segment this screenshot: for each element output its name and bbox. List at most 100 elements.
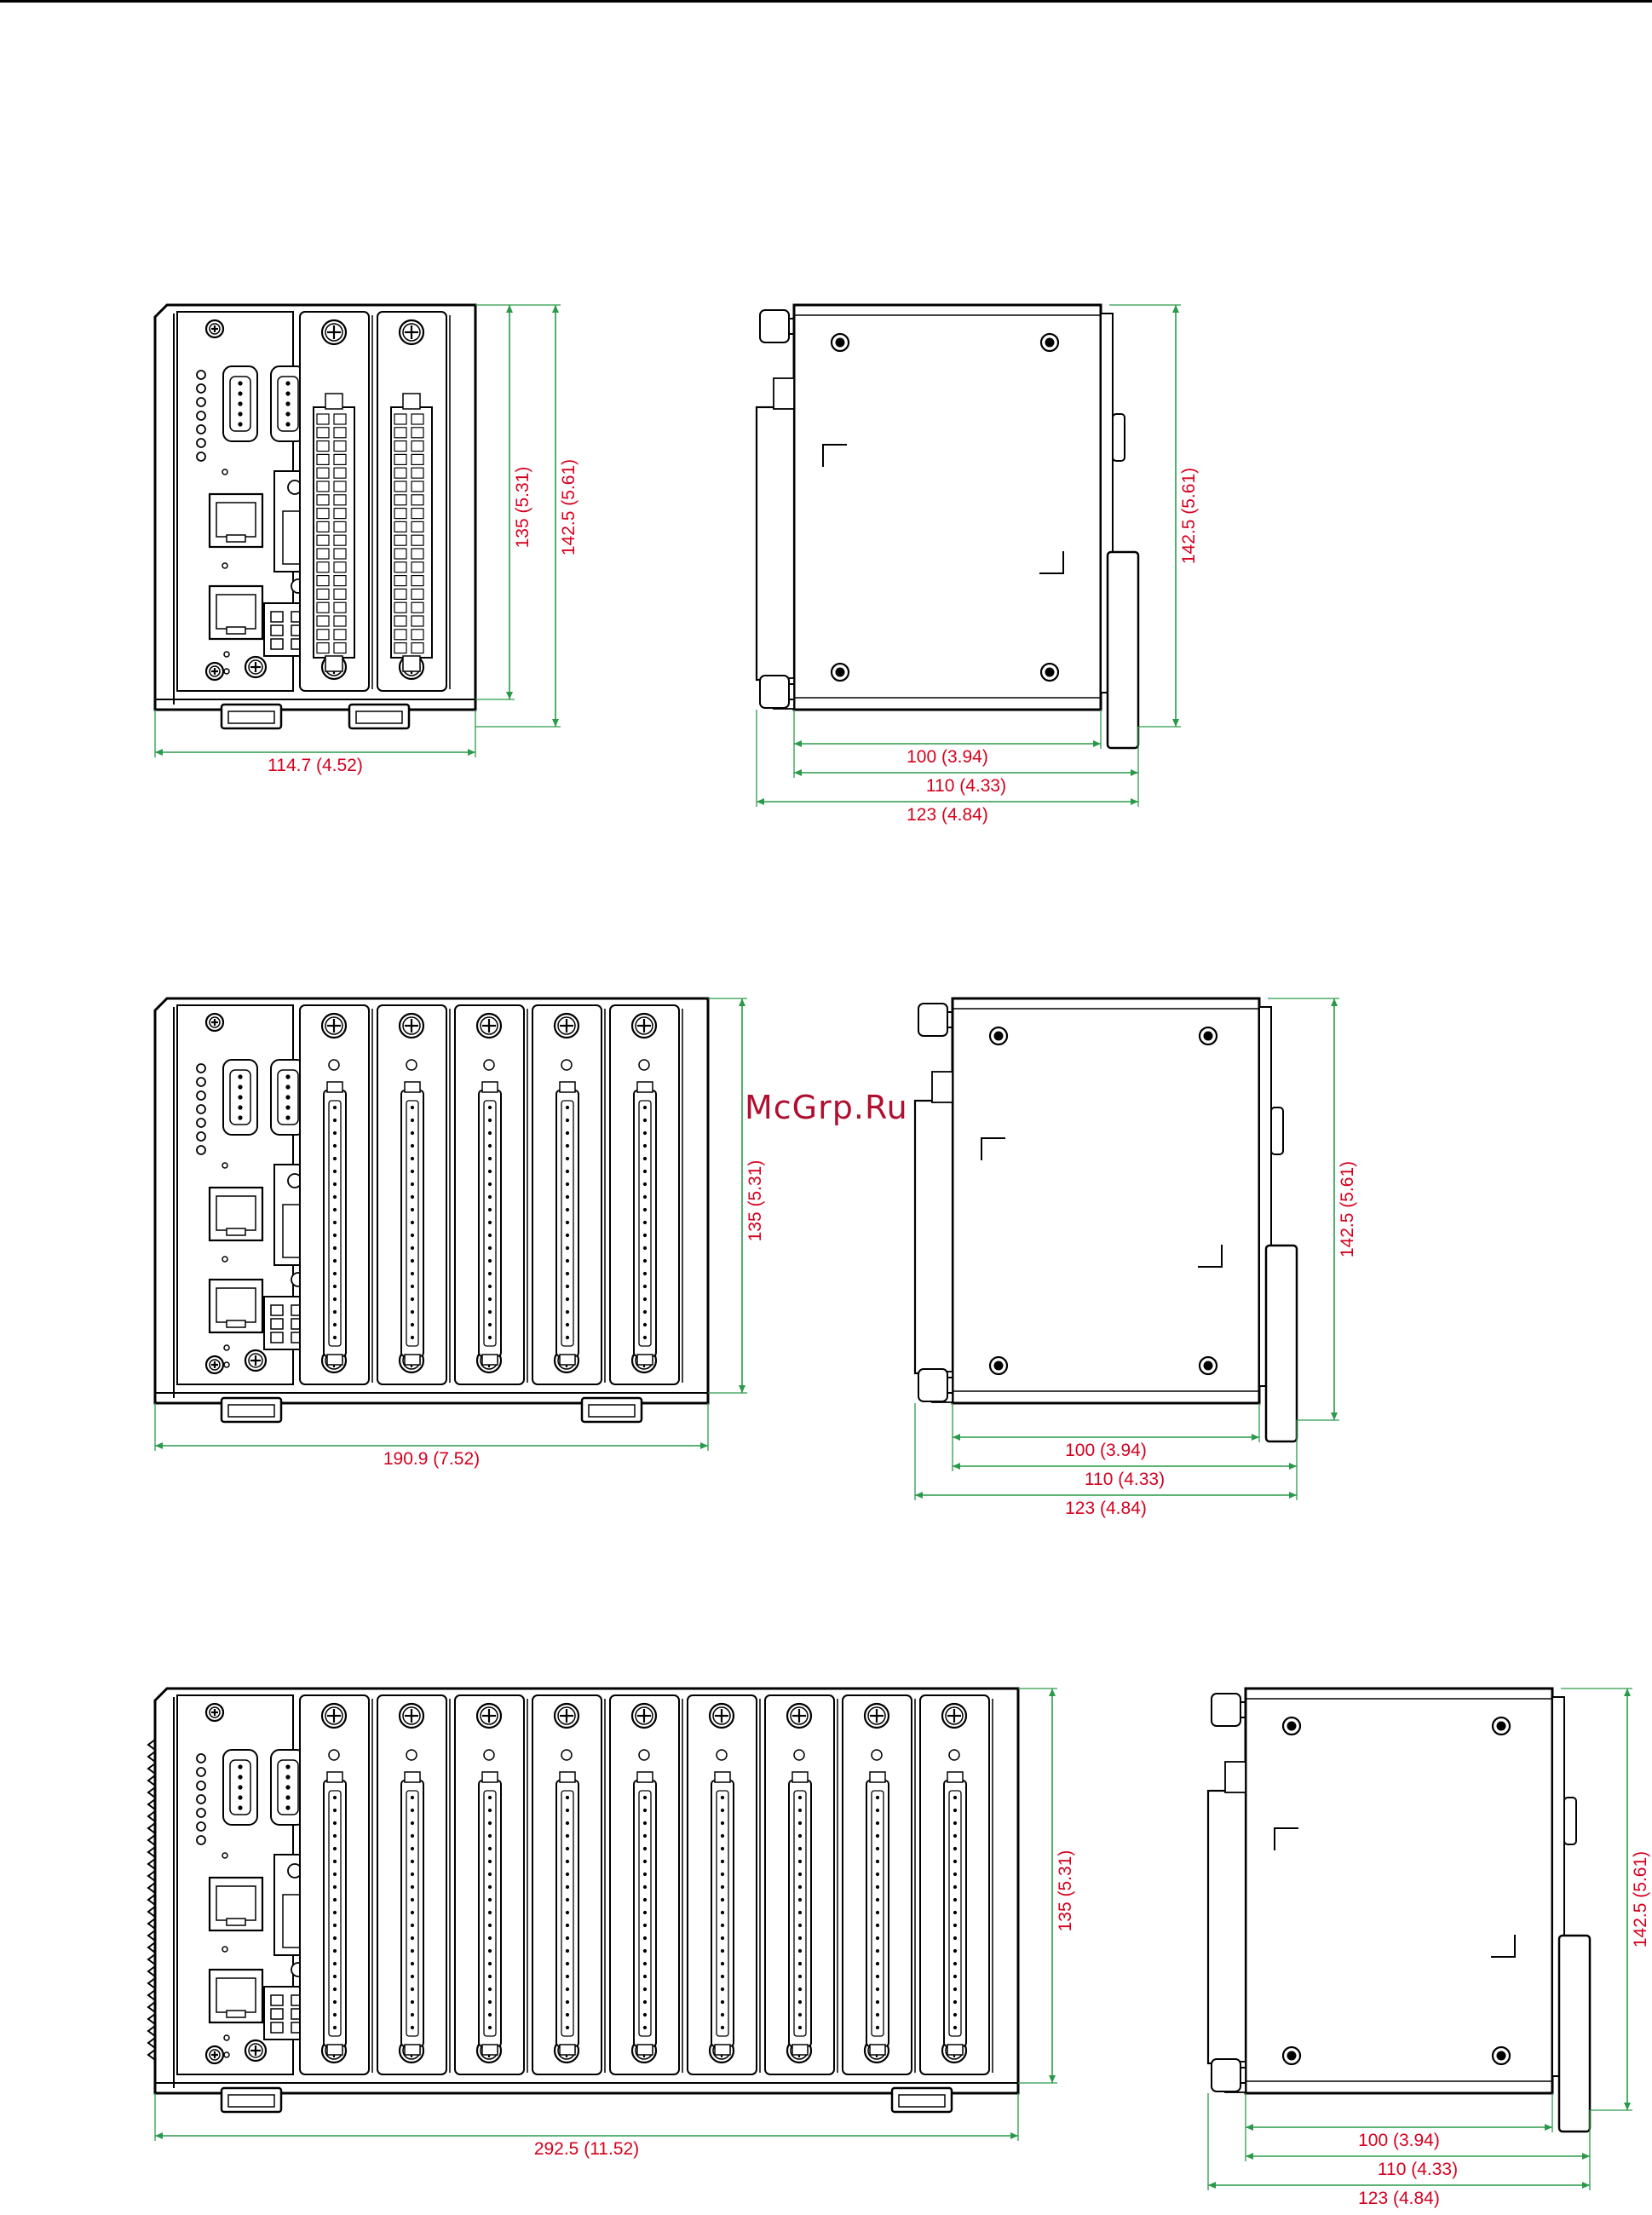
dim-label-123: 123 (4.84) [1358, 2189, 1440, 2208]
slot-led-icon [406, 1060, 417, 1070]
slot-led-icon [872, 1750, 882, 1760]
slot-led-icon [561, 1750, 572, 1760]
led-icon [197, 425, 205, 434]
mounting-screw-icon [990, 1027, 1007, 1044]
front-connector-profile [1208, 1791, 1246, 2063]
dim-label-width: 292.5 (11.52) [534, 2139, 639, 2159]
rj45-port [210, 1188, 262, 1240]
screw-icon [245, 2040, 266, 2061]
io-slot [688, 1695, 760, 2074]
dsub-37-connector [324, 1772, 346, 2055]
io-slot [610, 1005, 682, 1384]
screw-icon [477, 1014, 501, 1038]
slot-led-icon [639, 1060, 649, 1070]
dim-label-height-142: 142.5 (5.61) [1179, 468, 1199, 564]
mounting-screw-icon [1283, 2047, 1300, 2064]
dsub-37-connector [324, 1082, 346, 1365]
screw-icon [477, 1704, 501, 1728]
rj45-port [210, 1878, 262, 1930]
screw-icon [322, 320, 346, 344]
screw-icon [322, 1704, 346, 1728]
led-icon [197, 439, 205, 447]
front-view-row1 [155, 305, 475, 728]
screw-icon [400, 1704, 423, 1728]
screw-icon [206, 1014, 223, 1031]
screw-icon [787, 1704, 811, 1728]
dsub-37-connector [866, 1772, 889, 2055]
io-slot [377, 1005, 450, 1384]
screw-icon [632, 1704, 656, 1728]
dsub-37-connector [401, 1772, 423, 2055]
screw-icon [206, 1356, 223, 1373]
screw-icon [206, 1704, 223, 1721]
screw-icon [400, 1014, 423, 1038]
led-icon [197, 1132, 205, 1141]
dim-label-123: 123 (4.84) [1065, 1499, 1147, 1518]
screw-icon [555, 1014, 578, 1038]
dim-label-width: 114.7 (4.52) [268, 756, 363, 775]
mounting-screw-icon [1283, 1717, 1300, 1735]
mounting-screw-icon [1493, 2047, 1510, 2064]
dim-label-110: 110 (4.33) [1085, 1470, 1165, 1489]
dsub-37-connector [401, 1082, 423, 1365]
mounting-screw-icon [990, 1357, 1007, 1374]
led-icon [197, 1836, 205, 1844]
dim-label-height-135: 135 (5.31) [745, 1160, 765, 1242]
io-slot [843, 1695, 915, 2074]
dim-label-height-142: 142.5 (5.61) [1338, 1161, 1357, 1257]
thumb-screw-icon [918, 1369, 953, 1401]
thumb-screw-icon [1212, 2059, 1246, 2091]
front-view-row2 [155, 998, 708, 1422]
screw-icon [710, 1704, 734, 1728]
slot-led-icon [717, 1750, 727, 1760]
slot-led-icon [484, 1750, 494, 1760]
dim-label-110: 110 (4.33) [926, 776, 1006, 796]
dim-label-height-142: 142.5 (5.61) [1631, 1851, 1650, 1947]
led-icon [197, 1781, 205, 1790]
mounting-screw-icon [1200, 1027, 1217, 1044]
slot-led-icon [329, 1060, 339, 1070]
slot-led-icon [329, 1750, 339, 1760]
db9-port [223, 1060, 257, 1135]
io-slot [455, 1005, 527, 1384]
thumb-screw-icon [918, 1004, 953, 1036]
led-icon [197, 398, 205, 406]
thumb-screw-icon [760, 310, 794, 342]
dsub-37-connector [479, 1082, 501, 1365]
rj45-port [210, 1280, 262, 1332]
side-view-row3: 100 (3.94)110 (4.33)123 (4.84)142.5 (5.6… [1208, 1689, 1650, 2208]
led-icon [197, 1754, 205, 1763]
slot-led-icon [639, 1750, 649, 1760]
led-icon [197, 1064, 205, 1073]
io-slot [377, 312, 450, 691]
slot-led-icon [561, 1060, 572, 1070]
led-icon [197, 1119, 205, 1127]
dsub-37-connector [479, 1772, 501, 2055]
screw-icon [206, 2046, 223, 2063]
led-icon [197, 452, 205, 461]
screw-icon [942, 1704, 966, 1728]
side-view-row1: 100 (3.94)110 (4.33)123 (4.84)142.5 (5.6… [757, 305, 1199, 825]
mounting-screw-icon [1041, 664, 1058, 681]
screw-icon [555, 1704, 578, 1728]
dsub-37-connector [634, 1082, 656, 1365]
dsub-37-connector [789, 1772, 811, 2055]
io-slot [377, 1695, 450, 2074]
rear-din-mount [1108, 552, 1138, 748]
dim-label-height-142: 142.5 (5.61) [559, 459, 578, 555]
cpu-module [177, 312, 319, 691]
rj45-port [210, 494, 262, 547]
dsub-37-connector [711, 1772, 734, 2055]
screw-icon [865, 1704, 889, 1728]
dim-label-110: 110 (4.33) [1378, 2160, 1458, 2179]
terminal-block-connector [391, 394, 432, 671]
dsub-37-connector [556, 1772, 578, 2055]
rear-latch [1113, 414, 1125, 461]
io-slot [300, 1695, 372, 2074]
screw-icon [400, 320, 423, 344]
slot-led-icon [484, 1060, 494, 1070]
screw-icon [245, 657, 266, 677]
led-icon [197, 1795, 205, 1804]
slot-led-icon [406, 1750, 417, 1760]
dim-label-width: 190.9 (7.52) [383, 1449, 480, 1469]
